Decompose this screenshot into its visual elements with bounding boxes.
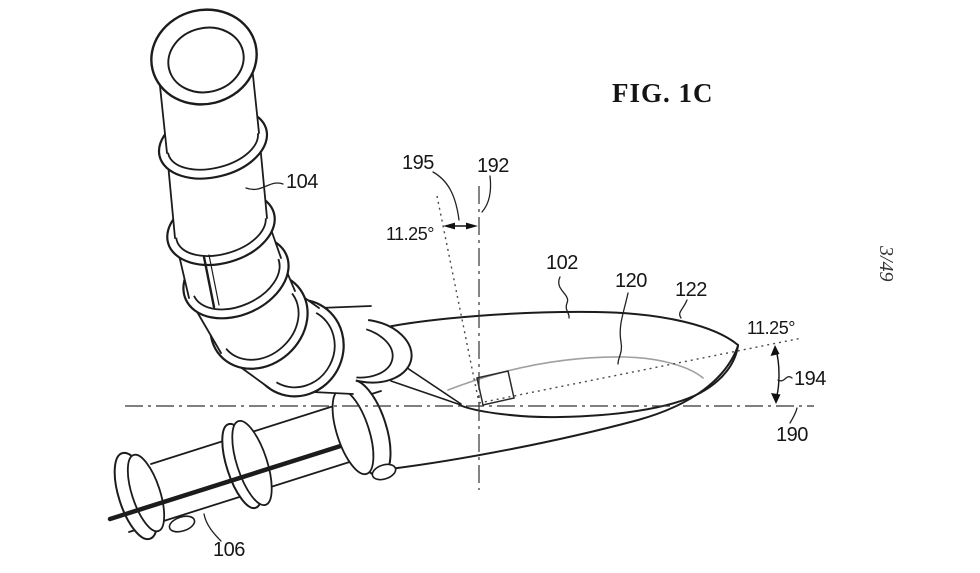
construction-lines	[125, 186, 814, 490]
lower-tube-drawing	[107, 379, 397, 541]
right-angle-square	[476, 370, 515, 406]
ref-label-122: 122	[675, 279, 707, 301]
blade-drawing	[354, 310, 739, 470]
blade-axis-dotted-line	[478, 337, 803, 404]
leader-106	[203, 513, 222, 542]
ref-label-104: 104	[286, 171, 318, 193]
ref-label-106: 106	[213, 539, 245, 561]
top-angle-arrowhead-right	[466, 222, 478, 230]
lower-tube-endcap-inner	[126, 453, 166, 533]
page-number: 3/49	[875, 246, 897, 282]
leader-120	[617, 292, 629, 365]
upper-tube-drawing	[150, 8, 413, 398]
blade-top-rim	[381, 310, 739, 346]
ref-label-192: 192	[477, 155, 509, 177]
angle-label-horizontal: 11.25°	[747, 318, 795, 338]
ref-label-102: 102	[546, 252, 578, 274]
leader-104	[245, 182, 284, 190]
right-angle-arrowhead-down	[771, 393, 781, 404]
leader-122	[679, 299, 688, 319]
leader-lines	[203, 171, 798, 542]
lower-tube-endcap-foot	[168, 515, 196, 533]
blade-inner-bowl-line	[447, 356, 704, 391]
blade-rim-inner-edge	[461, 344, 739, 419]
blade-tail-curve	[389, 345, 739, 470]
blade-neck-edge-lower	[390, 380, 462, 406]
leader-194	[777, 376, 793, 382]
lower-tube-ring-b	[231, 419, 273, 507]
ref-label-120: 120	[615, 270, 647, 292]
right-angle-arrowhead-up	[770, 345, 780, 356]
angle-label-vertical: 11.25°	[386, 224, 434, 244]
lower-tube-bell-foot	[371, 463, 397, 481]
right-angle-arrow-line	[775, 349, 780, 400]
ref-label-194: 194	[794, 368, 826, 390]
upper-tube-slit-seam-2	[208, 254, 220, 306]
ref-label-195: 195	[402, 152, 434, 174]
leader-192	[481, 175, 492, 213]
dimension-arrows	[443, 222, 781, 404]
upper-tube-mouth-inner	[167, 26, 245, 94]
leader-102	[558, 276, 570, 319]
top-angle-arrowhead-left	[443, 222, 455, 230]
upper-tube-slit-seam	[202, 255, 216, 309]
ref-label-190: 190	[776, 424, 808, 446]
leader-195	[432, 171, 460, 221]
lower-tube-axis-rod	[107, 440, 353, 522]
leader-190	[789, 407, 798, 424]
figure-title: FIG. 1C	[612, 78, 714, 108]
